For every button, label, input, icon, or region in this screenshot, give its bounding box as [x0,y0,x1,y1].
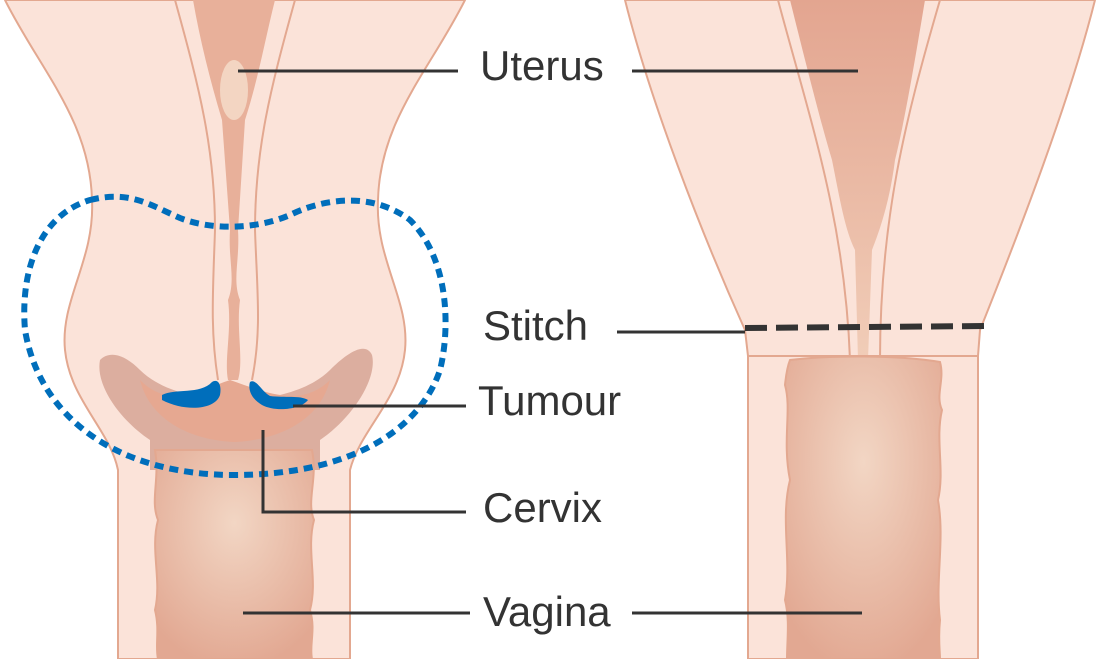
right-uterine-cavity [790,0,925,360]
leader-cervix [261,430,466,514]
right-anatomy [623,0,1097,659]
label-stitch: Stitch [483,302,588,349]
left-uterine-cavity [193,0,275,380]
right-inner-wall [777,0,941,361]
leader-lines [238,69,862,615]
stitch [744,323,986,331]
label-cervix: Cervix [483,484,602,531]
left-vagina [153,449,316,659]
right-vagina [783,355,944,659]
tumour-right [249,381,308,410]
label-tumour: Tumour [478,377,621,424]
label-uterus: Uterus [480,42,604,89]
tumour-left [162,380,221,408]
left-anatomy [3,0,467,659]
label-vagina: Vagina [483,588,611,635]
left-cavity-highlight [220,60,248,120]
